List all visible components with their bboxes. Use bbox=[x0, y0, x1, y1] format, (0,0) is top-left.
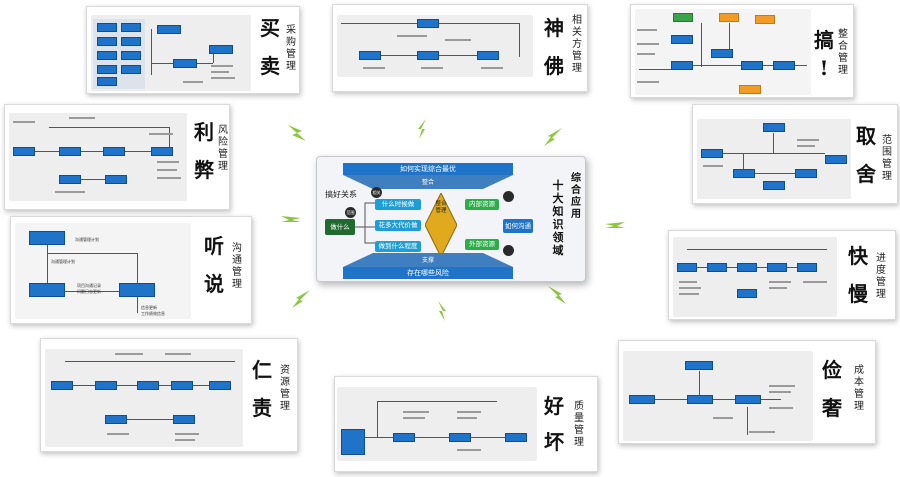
resource-big-title: 仁 责 bbox=[252, 358, 272, 420]
communication-card[interactable]: 沟通管理计划 沟通管理计划 项目沟通记录 问题日志更新 信息更新 工作绩效信息 … bbox=[10, 216, 252, 324]
procurement-big-title: 买 卖 bbox=[260, 16, 280, 78]
center-subtitle: 综合应用 bbox=[571, 173, 581, 220]
integration-diagram bbox=[635, 9, 811, 95]
risk-diagram bbox=[9, 113, 187, 201]
badge-bottom bbox=[503, 245, 514, 256]
schedule-diagram bbox=[673, 237, 837, 317]
badge-top bbox=[503, 191, 514, 202]
integration-subtitle: 整合管理 bbox=[838, 29, 848, 76]
stakeholder-subtitle: 相关方管理 bbox=[572, 15, 582, 74]
connector-lines bbox=[355, 202, 375, 244]
external-resources[interactable]: 外部资源 bbox=[465, 239, 499, 250]
relations-title: 搞好关系 bbox=[325, 190, 357, 199]
schedule-card[interactable]: 快 慢 进度管理 bbox=[668, 230, 896, 320]
stakeholder-diagram bbox=[337, 15, 533, 77]
lightning-icon bbox=[281, 216, 301, 222]
scope-card[interactable]: 取 舍 范围管理 bbox=[692, 104, 898, 204]
communication-subtitle: 沟通管理 bbox=[232, 243, 242, 290]
center-overview-card[interactable]: 如何实现综合最优 整合 搞好关系 相关方 范围 做什么 什么时候做 花多大代价做… bbox=[316, 156, 586, 282]
lightning-icon bbox=[548, 286, 566, 304]
quality-diagram bbox=[337, 387, 537, 461]
lightning-icon bbox=[438, 301, 446, 321]
schedule-subtitle: 进度管理 bbox=[876, 253, 886, 300]
cost-subtitle: 成本管理 bbox=[854, 365, 864, 412]
internal-resources[interactable]: 内部资源 bbox=[465, 199, 499, 210]
risk-big-title: 利 弊 bbox=[194, 120, 214, 182]
what-cost[interactable]: 花多大代价做 bbox=[375, 220, 421, 231]
cost-card[interactable]: 俭 奢 成本管理 bbox=[618, 340, 876, 444]
bottom-wedge bbox=[343, 253, 513, 267]
left-box-what[interactable]: 做什么 bbox=[325, 219, 355, 235]
communication-diagram: 沟通管理计划 沟通管理计划 项目沟通记录 问题日志更新 信息更新 工作绩效信息 bbox=[15, 223, 191, 319]
resource-diagram bbox=[45, 349, 243, 447]
quality-big-title: 好 坏 bbox=[544, 394, 564, 454]
procurement-diagram bbox=[91, 15, 251, 91]
bottom-bar: 存在哪些风险 bbox=[343, 267, 513, 279]
lightning-icon bbox=[292, 290, 310, 308]
procurement-card[interactable]: 买 卖 采购管理 bbox=[86, 6, 300, 94]
cost-big-title: 俭 奢 bbox=[822, 358, 842, 420]
quality-subtitle: 质量管理 bbox=[574, 401, 584, 448]
top-bar: 如何实现综合最优 bbox=[343, 163, 513, 175]
scope-diagram bbox=[697, 119, 851, 199]
communication-big-title: 听 说 bbox=[204, 234, 224, 296]
resource-card[interactable]: 仁 责 资源管理 bbox=[40, 338, 298, 452]
top-wedge bbox=[343, 175, 513, 189]
diamond bbox=[425, 193, 457, 257]
lightning-icon bbox=[418, 119, 426, 139]
procurement-subtitle: 采购管理 bbox=[286, 25, 296, 72]
scope-subtitle: 范围管理 bbox=[882, 135, 892, 182]
resource-subtitle: 资源管理 bbox=[280, 365, 290, 412]
stakeholder-big-title: 神 佛 bbox=[544, 16, 564, 78]
lightning-icon bbox=[288, 125, 306, 141]
integration-big-title: 搞 ! bbox=[814, 28, 834, 80]
lightning-icon bbox=[544, 128, 562, 146]
circle-scope: 范围 bbox=[345, 207, 356, 218]
stakeholder-card[interactable]: 神 佛 相关方管理 bbox=[332, 4, 588, 92]
how-communicate[interactable]: 如何沟通 bbox=[503, 219, 533, 233]
support-label: 支撑 bbox=[421, 257, 434, 264]
cost-diagram bbox=[623, 351, 813, 441]
lightning-icon bbox=[605, 222, 625, 228]
center-title: 十大知识领域 bbox=[552, 179, 564, 257]
when-to-do[interactable]: 什么时候做 bbox=[375, 199, 421, 210]
what-level[interactable]: 做到什么程度 bbox=[375, 241, 421, 252]
schedule-big-title: 快 慢 bbox=[848, 244, 868, 306]
scope-big-title: 取 舍 bbox=[856, 124, 876, 186]
diamond-label: 整合管理 bbox=[435, 201, 447, 214]
risk-subtitle: 风险管理 bbox=[218, 125, 228, 172]
risk-card[interactable]: 利 弊 风险管理 bbox=[4, 104, 230, 210]
integration-label: 整合 bbox=[421, 179, 434, 186]
integration-card[interactable]: 搞 ! 整合管理 bbox=[630, 4, 854, 98]
quality-card[interactable]: 好 坏 质量管理 bbox=[334, 376, 598, 472]
